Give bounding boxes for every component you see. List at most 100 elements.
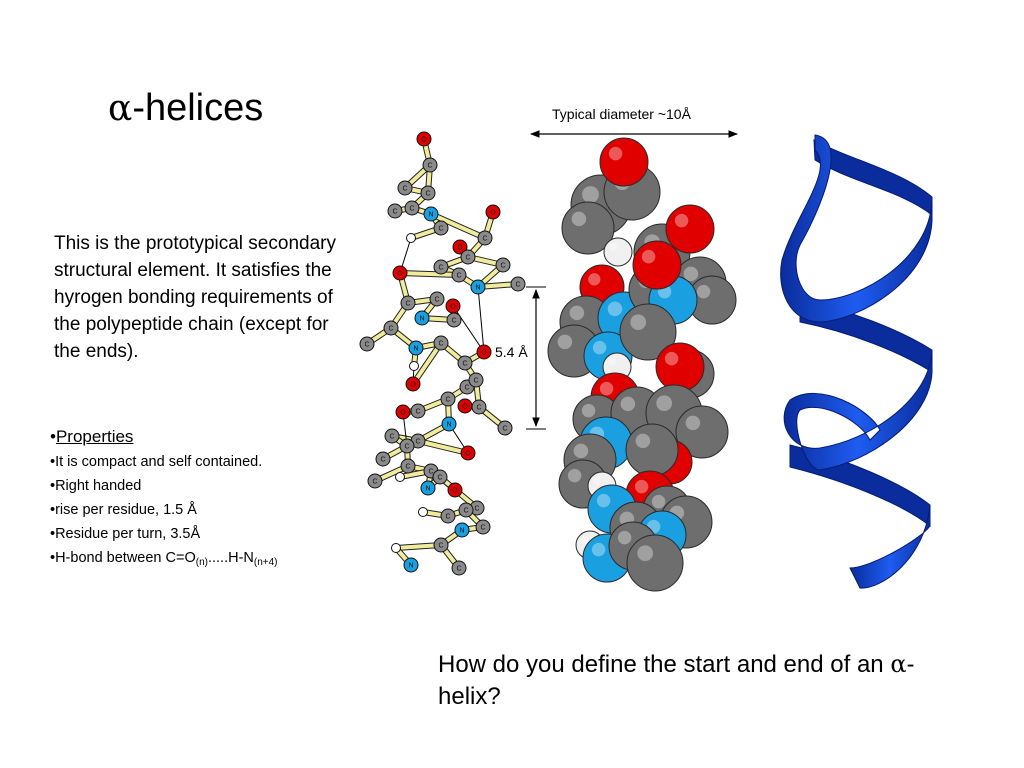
- carbon-atom: [399, 438, 415, 454]
- atom-label: C: [502, 426, 507, 433]
- atom-label: C: [404, 444, 409, 451]
- title-text: -helices: [132, 87, 264, 129]
- sphere-highlight: [557, 334, 573, 350]
- atom-label: C: [445, 514, 450, 521]
- sphere-highlight: [634, 479, 649, 494]
- property-item: •Residue per turn, 3.5Å: [50, 522, 350, 546]
- question-before: How do you define the start and end of a…: [438, 651, 891, 678]
- carbon-atom: [429, 291, 445, 307]
- ribbon-front-strand: [783, 349, 933, 471]
- bullet: •: [50, 502, 56, 518]
- sphere-highlight: [588, 273, 601, 286]
- carbon-atom: [359, 336, 375, 352]
- question-text: How do you define the start and end of a…: [438, 648, 958, 713]
- ribbon-back-strand: [813, 139, 933, 217]
- atom-label: O: [457, 245, 463, 252]
- carbon-atom: [432, 469, 448, 485]
- atom-label: C: [515, 282, 520, 289]
- carbon-atom: [433, 335, 449, 351]
- carbon-atom: [457, 355, 473, 371]
- atom-label: C: [465, 255, 470, 262]
- atom-label: O: [465, 451, 471, 458]
- carbon-atom: [440, 391, 456, 407]
- sphere-highlight: [581, 403, 596, 418]
- nitrogen-atom: [441, 416, 457, 432]
- carbon-atom: [384, 428, 400, 444]
- nitrogen-atom: [470, 279, 486, 295]
- bullet: •: [50, 478, 56, 494]
- nitrogen-atom: [408, 340, 424, 356]
- carbon-sphere: [619, 303, 677, 361]
- atom-label: C: [462, 361, 467, 368]
- diameter-label: Typical diameter ~10Å: [552, 106, 692, 122]
- nitrogen-atom: [420, 480, 436, 496]
- oxygen-atom: [416, 131, 432, 147]
- sphere-highlight: [608, 146, 623, 161]
- atom-label: C: [438, 341, 443, 348]
- sphere-highlight: [683, 266, 699, 282]
- oxygen-atom: [395, 404, 411, 420]
- atom-label: C: [405, 301, 410, 308]
- sphere-highlight: [635, 433, 651, 449]
- atom-label: N: [413, 346, 418, 353]
- nitrogen-atom: [403, 557, 419, 573]
- hydrogen-bond: [452, 305, 485, 353]
- property-item-hbond: •H-bond between C=O(n).....H-N(n+4): [50, 546, 350, 570]
- hydrogen-bond: [477, 286, 485, 353]
- sphere-highlight: [607, 301, 623, 317]
- bond: [429, 212, 487, 240]
- carbon-atom: [397, 180, 413, 196]
- hydrogen-atom: [391, 543, 401, 553]
- atom-label: C: [415, 409, 420, 416]
- bullet: •: [50, 427, 56, 446]
- atom-label: C: [480, 525, 485, 532]
- question-alpha: α: [890, 650, 907, 678]
- title-alpha: α: [108, 88, 133, 129]
- carbon-atom: [383, 320, 399, 336]
- oxygen-atom: [476, 344, 492, 360]
- bond: [411, 341, 443, 386]
- sphere-highlight: [630, 314, 647, 331]
- bond: [416, 439, 470, 455]
- atom-label: N: [459, 528, 464, 535]
- atom-label: C: [427, 163, 432, 170]
- oxygen-atom: [392, 265, 408, 281]
- carbon-atom: [468, 372, 484, 388]
- carbon-atom: [458, 502, 474, 518]
- carbon-atom: [510, 276, 526, 292]
- property-text: Right handed: [55, 478, 142, 494]
- atom-label: C: [405, 464, 410, 471]
- carbon-atom: [451, 560, 467, 576]
- carbon-atom: [400, 295, 416, 311]
- oxygen-atom: [447, 482, 463, 498]
- carbon-atom: [451, 267, 467, 283]
- carbon-atom: [440, 508, 456, 524]
- carbon-atom: [460, 249, 476, 265]
- space-filling-model: [547, 137, 737, 592]
- sphere-highlight: [596, 493, 611, 508]
- oxygen-sphere: [655, 342, 705, 392]
- hydrogen-atom: [406, 233, 416, 243]
- atom-label: C: [389, 434, 394, 441]
- ribbon-front-strand: [780, 134, 933, 323]
- oxygen-atom: [452, 239, 468, 255]
- atom-label: C: [500, 263, 505, 270]
- property-item: •rise per residue, 1.5 Å: [50, 498, 350, 522]
- sphere-highlight: [656, 395, 673, 412]
- atom-label: C: [437, 475, 442, 482]
- atom-label: O: [450, 304, 456, 311]
- sphere-highlight: [651, 494, 666, 509]
- hbond-sub-n: (n): [195, 557, 208, 568]
- oxygen-sphere: [665, 204, 715, 254]
- bullet: •: [50, 454, 56, 470]
- sphere-highlight: [617, 530, 632, 545]
- carbon-atom: [477, 230, 493, 246]
- atom-label: C: [463, 508, 468, 515]
- question-after: -helix?: [438, 651, 915, 710]
- atom-label: C: [380, 457, 385, 464]
- sphere-highlight: [592, 340, 607, 355]
- carbon-atom: [433, 537, 449, 553]
